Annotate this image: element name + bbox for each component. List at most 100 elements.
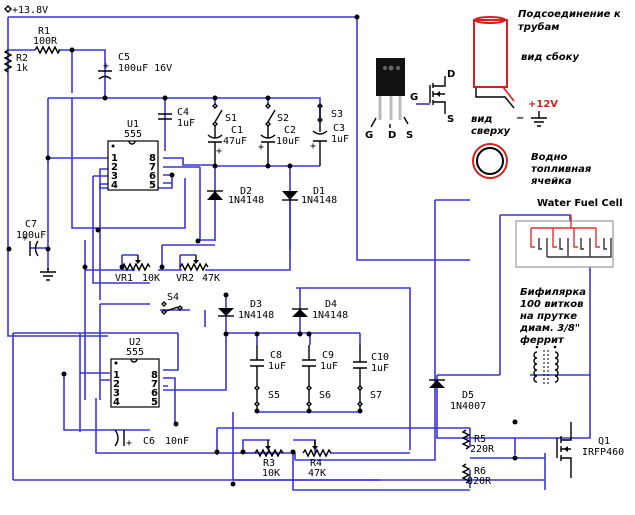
r5-name: R5 bbox=[474, 434, 486, 445]
r2-value: 1k bbox=[16, 63, 28, 74]
u2-pin5: 5 bbox=[151, 397, 158, 408]
bifilar-line1: Бифилярка bbox=[520, 286, 586, 298]
c5-value: 100uF 16V bbox=[118, 63, 172, 74]
svg-text:+: + bbox=[216, 146, 222, 157]
svg-text:+: + bbox=[22, 233, 28, 244]
capacitor-c6: + C6 10nF bbox=[114, 429, 189, 449]
minus-label: − bbox=[516, 113, 524, 124]
q1-name: Q1 bbox=[598, 436, 610, 447]
r3-value: 10K bbox=[262, 468, 280, 479]
switch-s5[interactable]: S5 bbox=[254, 385, 280, 411]
r1-value: 100R bbox=[33, 36, 58, 47]
c2-value: 10uF bbox=[276, 136, 300, 147]
bifilar-line4: диам. 3/8" bbox=[519, 323, 580, 334]
water-fuel-cell-icon bbox=[515, 215, 614, 268]
c4-name: C4 bbox=[177, 107, 189, 118]
r4-name: R4 bbox=[310, 458, 322, 469]
c10-value: 1uF bbox=[371, 363, 389, 374]
mosfet-symbol-icon: G D S bbox=[410, 69, 455, 125]
u2-pin1: 1 bbox=[113, 370, 120, 381]
c5-name: C5 bbox=[118, 52, 130, 63]
potentiometer-vr1: VR1 10K bbox=[115, 255, 160, 284]
tube-side-view-icon bbox=[473, 16, 515, 109]
resistor-r6: R6 820R bbox=[461, 463, 492, 487]
u1-pin5: 5 bbox=[149, 180, 156, 191]
capacitor-c8: C8 1uF bbox=[250, 345, 286, 386]
r2-name: R2 bbox=[16, 53, 28, 64]
svg-text:+: + bbox=[310, 141, 316, 152]
top-view-line1: вид bbox=[471, 114, 492, 125]
supply-terminal: +13.8V bbox=[4, 5, 48, 16]
c1-value: 47uF bbox=[223, 136, 247, 147]
capacitor-c1: + C1 47uF bbox=[207, 125, 247, 166]
u1-pin8: 8 bbox=[149, 153, 156, 164]
capacitor-c2: + C2 10uF bbox=[258, 125, 300, 166]
s7-name: S7 bbox=[370, 390, 382, 401]
capacitor-c3: + C3 1uF bbox=[310, 122, 349, 166]
u2-name: U2 bbox=[129, 337, 141, 348]
vr2-value: 47K bbox=[202, 273, 220, 284]
c1-name: C1 bbox=[231, 125, 243, 136]
s3-name: S3 bbox=[331, 109, 343, 120]
tube-top-view-icon bbox=[472, 143, 508, 179]
u1-pin1: 1 bbox=[111, 153, 118, 164]
side-view-label: вид сбоку bbox=[521, 51, 579, 63]
vr1-value: 10K bbox=[142, 273, 160, 284]
bifilar-line2: 100 витков bbox=[520, 299, 583, 310]
resistor-r5: R5 220R bbox=[461, 429, 495, 455]
ic-u2: U2 555 1 2 3 4 8 7 6 5 bbox=[110, 337, 160, 408]
diode-d2: D2 1N4148 bbox=[207, 186, 264, 206]
supply-label: +13.8V bbox=[12, 5, 48, 16]
switch-s3[interactable]: S3 bbox=[317, 103, 343, 123]
r3-name: R3 bbox=[263, 458, 275, 469]
s6-name: S6 bbox=[319, 390, 331, 401]
r1-name: R1 bbox=[38, 26, 50, 37]
s5-name: S5 bbox=[268, 390, 280, 401]
switch-s1[interactable]: S1 bbox=[212, 103, 237, 127]
u1-value: 555 bbox=[124, 129, 142, 140]
s1-name: S1 bbox=[225, 113, 237, 124]
water-cell-ru-line2: топливная bbox=[531, 164, 592, 175]
vr2-name: VR2 bbox=[176, 273, 194, 284]
ground-icon-tube bbox=[531, 111, 547, 127]
bifilar-line5: феррит bbox=[520, 334, 565, 346]
r4-value: 47K bbox=[308, 468, 326, 479]
junction-dots bbox=[6, 14, 518, 487]
d3-name: D3 bbox=[250, 299, 262, 310]
u2-pin8: 8 bbox=[151, 370, 158, 381]
d5-name: D5 bbox=[462, 390, 474, 401]
capacitor-c5: + C5 100uF 16V bbox=[98, 52, 172, 80]
s2-name: S2 bbox=[277, 113, 289, 124]
c8-name: C8 bbox=[270, 350, 282, 361]
r6-name: R6 bbox=[474, 466, 486, 477]
package-pin-s: S bbox=[406, 130, 413, 141]
c3-name: C3 bbox=[333, 123, 345, 134]
u1-pin2: 2 bbox=[111, 162, 118, 173]
s4-name: S4 bbox=[167, 292, 179, 303]
switch-s4[interactable]: S4 bbox=[161, 292, 183, 315]
u2-pin2: 2 bbox=[113, 379, 120, 390]
svg-text:+: + bbox=[258, 142, 264, 153]
c8-value: 1uF bbox=[268, 361, 286, 372]
switch-s7[interactable]: S7 bbox=[357, 385, 382, 411]
switch-s6[interactable]: S6 bbox=[306, 385, 331, 411]
svg-text:+: + bbox=[126, 438, 132, 449]
d4-name: D4 bbox=[325, 299, 337, 310]
c10-name: C10 bbox=[371, 352, 389, 363]
c6-value: 10nF bbox=[165, 436, 189, 447]
water-cell-ru-line1: Водно bbox=[531, 152, 567, 163]
c7-name: C7 bbox=[25, 219, 37, 230]
q1-value: IRFP460 bbox=[582, 447, 624, 458]
r5-value: 220R bbox=[470, 444, 495, 455]
d4-value: 1N4148 bbox=[312, 310, 348, 321]
u1-pin6: 6 bbox=[149, 171, 156, 182]
c9-value: 1uF bbox=[320, 361, 338, 372]
u2-pin6: 6 bbox=[151, 388, 158, 399]
potentiometer-vr2: VR2 47K bbox=[176, 255, 220, 284]
d1-name: D1 bbox=[313, 186, 325, 197]
u2-pin7: 7 bbox=[151, 379, 158, 390]
u2-value: 555 bbox=[126, 347, 144, 358]
switch-s2[interactable]: S2 bbox=[265, 103, 289, 127]
d2-name: D2 bbox=[240, 186, 252, 197]
